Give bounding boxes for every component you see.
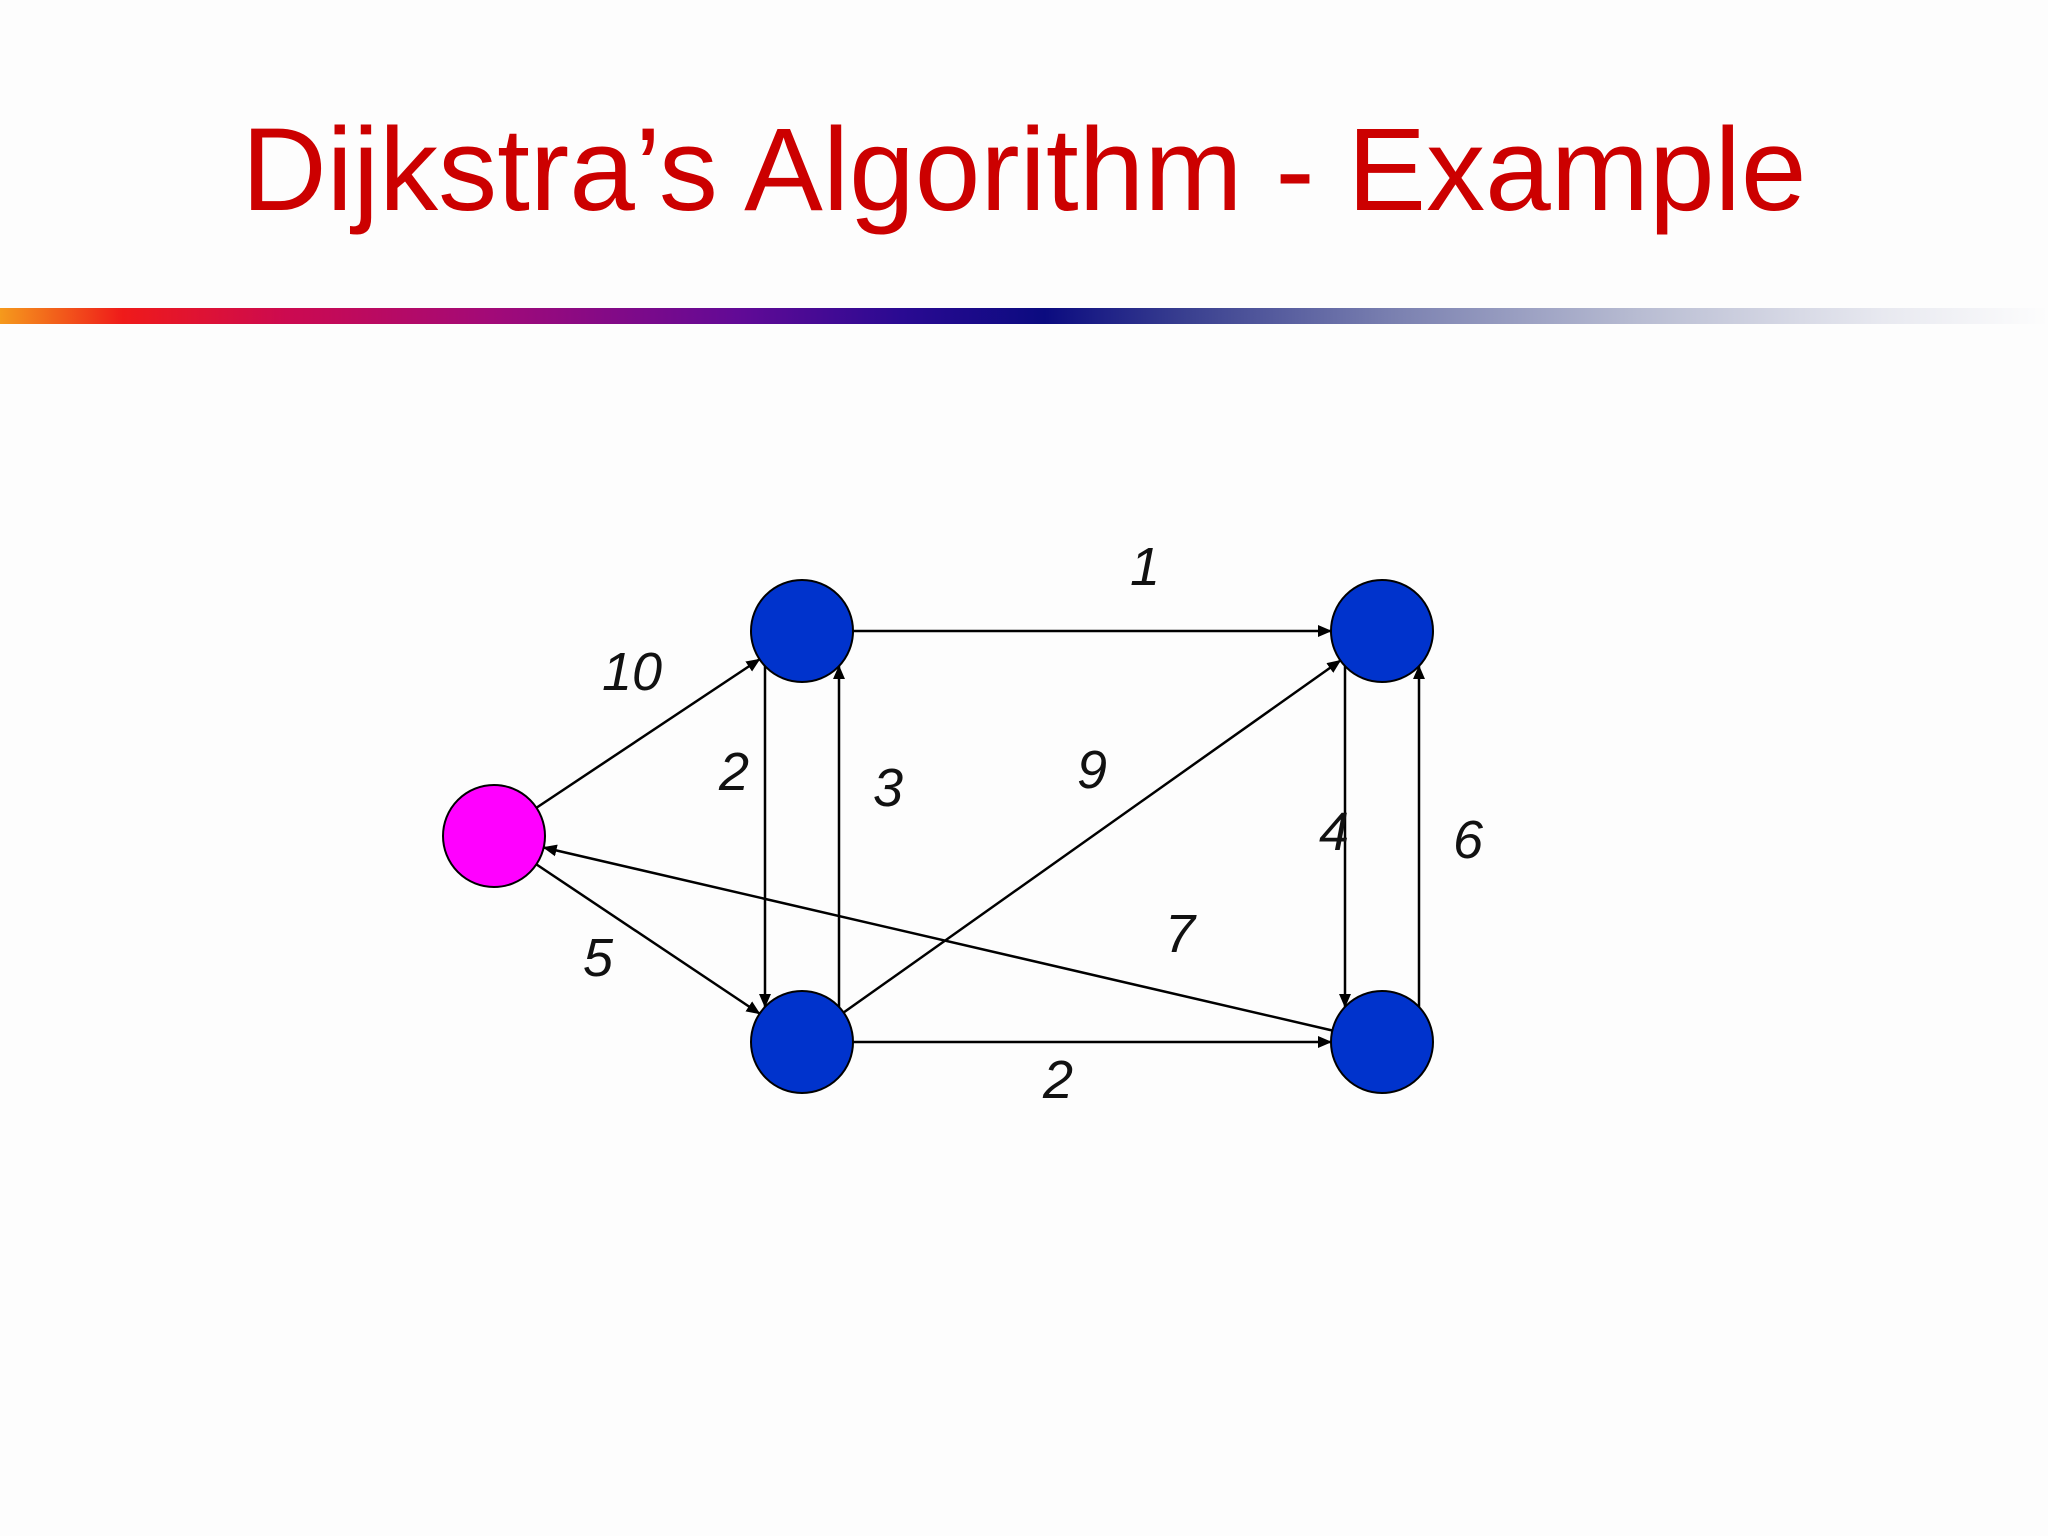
graph-node-y <box>1330 990 1434 1094</box>
nodes-layer <box>442 579 1434 1094</box>
edge-weight-x-y: 2 <box>1042 1050 1073 1110</box>
source-node <box>442 784 546 888</box>
edge-weight-u-x: 2 <box>718 742 749 802</box>
graph-node-u <box>750 579 854 683</box>
slide-title: Dijkstra’s Algorithm - Example <box>241 104 1807 236</box>
edge-weight-s-u: 10 <box>602 642 662 702</box>
graph-node-v <box>1330 579 1434 683</box>
edge-labels-layer: 10 5 1 2 3 9 2 4 6 7 <box>583 537 1484 1110</box>
edge-weight-u-v: 1 <box>1130 537 1160 597</box>
edge-weight-x-v: 9 <box>1077 740 1107 800</box>
edge-weight-x-u: 3 <box>873 758 903 818</box>
edge-s-x <box>535 863 761 1015</box>
edge-s-u <box>535 658 761 809</box>
edge-weight-s-x: 5 <box>583 928 614 988</box>
edge-weight-y-v: 6 <box>1453 810 1484 870</box>
edges-layer <box>535 625 1425 1048</box>
edge-weight-v-y: 4 <box>1319 802 1349 862</box>
edge-y-s <box>542 844 1333 1032</box>
edge-weight-y-s: 7 <box>1165 904 1197 964</box>
title-gradient-rule <box>0 308 2048 324</box>
edge-x-v <box>842 659 1342 1014</box>
graph-node-x <box>750 990 854 1094</box>
